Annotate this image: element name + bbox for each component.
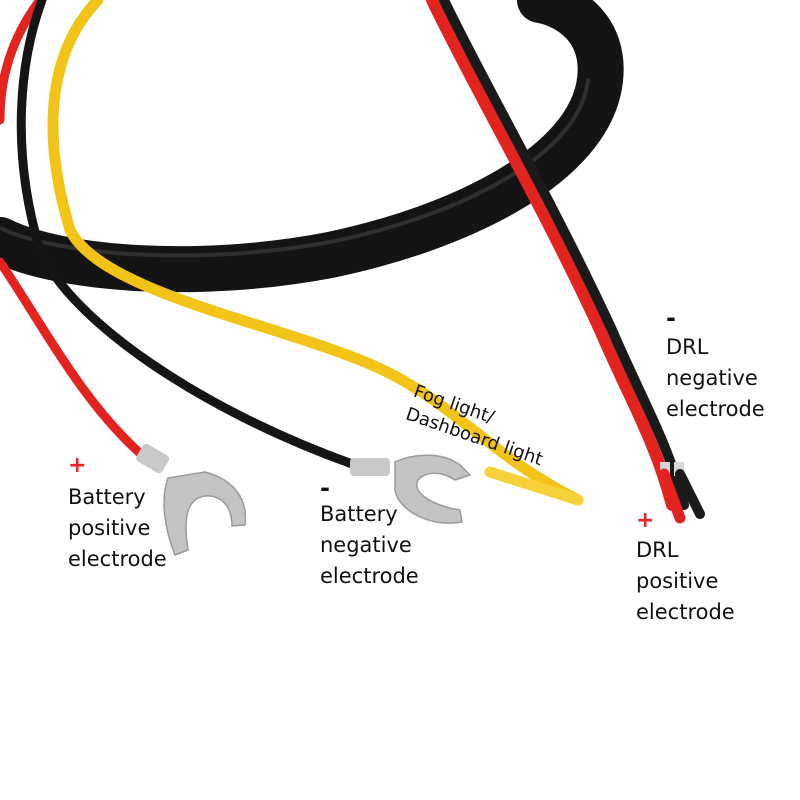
battery-positive-sign: + — [68, 453, 87, 478]
drl-negative-label: DRL negative electrode — [666, 332, 765, 425]
label-line: electrode — [320, 564, 419, 588]
drl-negative-sign: - — [666, 304, 676, 332]
label-line: Battery — [68, 485, 146, 509]
yellow-wire — [47, 0, 584, 506]
battery-negative-terminal — [350, 454, 472, 524]
label-line: negative — [320, 533, 412, 557]
label-line: electrode — [636, 600, 735, 624]
label-line: electrode — [666, 397, 765, 421]
battery-positive-terminal — [136, 443, 247, 556]
label-line: negative — [666, 366, 758, 390]
label-line: DRL — [636, 538, 679, 562]
drl-positive-label: DRL positive electrode — [636, 535, 735, 628]
label-line: positive — [68, 516, 151, 540]
label-line: positive — [636, 569, 719, 593]
drl-positive-sign: + — [636, 508, 655, 533]
battery-negative-sign: - — [320, 474, 330, 502]
red-wire-battery — [0, 0, 147, 460]
label-line: electrode — [68, 547, 167, 571]
label-line: DRL — [666, 335, 709, 359]
battery-positive-label: Battery positive electrode — [68, 482, 167, 575]
battery-negative-label: Battery negative electrode — [320, 499, 419, 592]
black-wire-battery — [16, 0, 360, 470]
label-line: Battery — [320, 502, 398, 526]
drl-twin-wire — [426, 0, 705, 524]
